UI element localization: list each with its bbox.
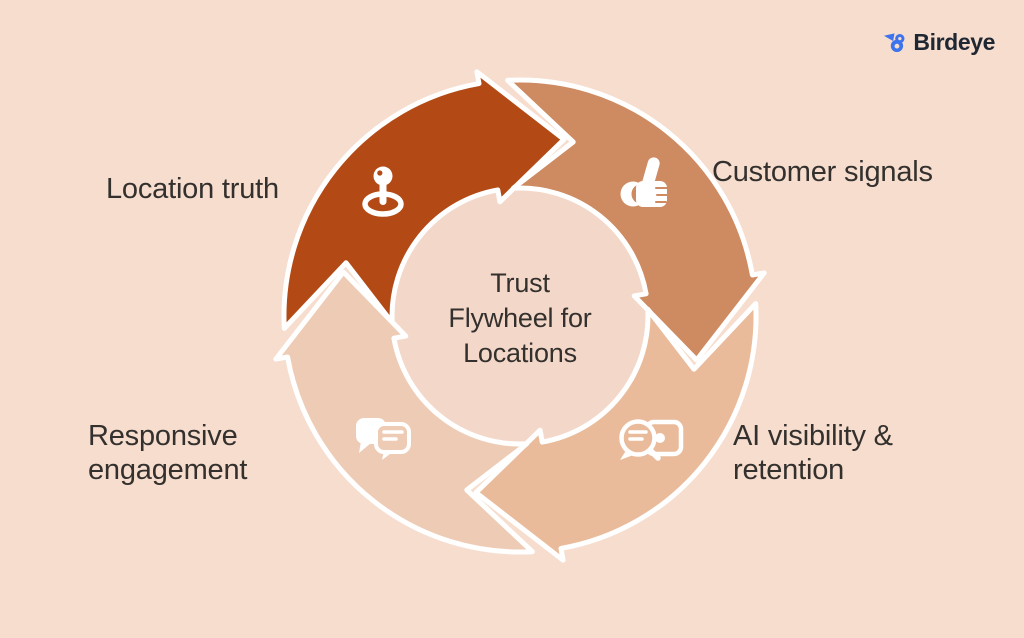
chat-bubbles-icon <box>356 418 411 460</box>
segment-label-customer-signals: Customer signals <box>712 156 933 188</box>
flywheel-arrow-responsive-engagement <box>273 269 535 555</box>
location-pin-icon <box>362 166 404 217</box>
flywheel-arrows <box>273 69 767 563</box>
flywheel-arrow-ai-visibility-retention <box>473 301 759 563</box>
flywheel-center-title: Trust Flywheel for Locations <box>448 268 592 368</box>
birdeye-logo: Birdeye <box>883 29 995 56</box>
segment-label-responsive-engagement: Responsive engagement <box>88 420 248 486</box>
flywheel-arrow-location-truth <box>281 69 567 331</box>
thumbs-up-icon <box>620 157 668 207</box>
segment-label-ai-visibility-retention: AI visibility & retention <box>733 420 893 486</box>
birdeye-logo-text: Birdeye <box>913 29 995 55</box>
birdeye-bird-icon <box>884 33 905 53</box>
flywheel-icons <box>356 157 684 461</box>
flywheel-inner-circle <box>392 188 648 444</box>
flywheel-arrow-customer-signals <box>505 77 767 363</box>
segment-label-location-truth: Location truth <box>106 173 279 205</box>
review-search-icon <box>619 419 684 461</box>
